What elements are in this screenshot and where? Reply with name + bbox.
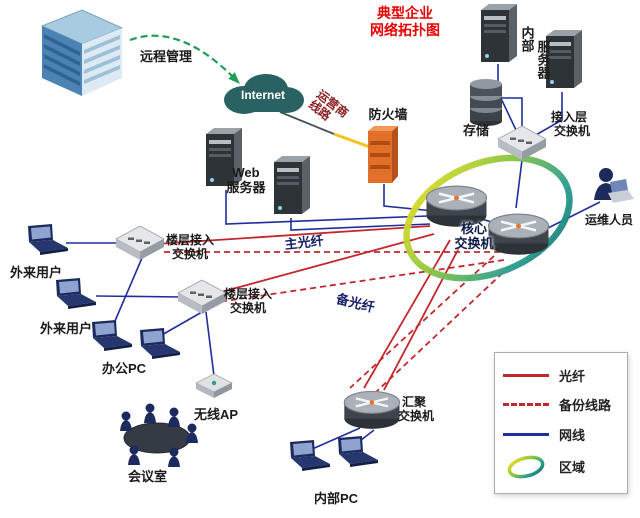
internal-pc-label: 内部PC xyxy=(314,491,359,506)
legend: 光纤 备份线路 网线 区域 xyxy=(494,352,628,494)
ops-person-figure xyxy=(594,168,634,203)
internal-server-2 xyxy=(546,30,582,88)
agg-switch-label-line2: 交换机 xyxy=(398,409,435,423)
network-cable-lines xyxy=(66,64,601,451)
cable-line-swatch xyxy=(503,432,549,436)
legend-row-zone: 区域 xyxy=(503,454,619,480)
legend-label-fiber: 光纤 xyxy=(559,369,586,385)
diagram-title-line2: 网络拓扑图 xyxy=(370,22,440,38)
firewall-label: 防火墙 xyxy=(368,107,408,122)
internal-server-1 xyxy=(481,4,517,62)
core-switch-label-line1: 核心 xyxy=(460,221,487,236)
office-pc-label: 办公PC xyxy=(102,361,147,376)
agg-switch-label-line1: 汇聚 xyxy=(402,395,427,409)
internal-server-label-line1: 内部 xyxy=(519,26,535,52)
meeting-room-label: 会议室 xyxy=(128,469,168,484)
internal-pc-2 xyxy=(338,436,378,467)
aggregation-switch xyxy=(343,390,401,431)
conference-room xyxy=(120,404,198,468)
external-user2-label: 外来用户 xyxy=(40,321,93,336)
remote-mgmt-arrow xyxy=(129,34,240,84)
access-switch-label-line2: 交换机 xyxy=(554,124,591,138)
backup-line-swatch xyxy=(503,403,549,407)
legend-label-backup: 备份线路 xyxy=(559,398,612,414)
zone-ring-icon xyxy=(507,455,545,479)
web-server-label-line1: Web xyxy=(232,165,260,180)
storage-label: 存储 xyxy=(463,123,490,138)
floor-access-switch-2 xyxy=(177,279,227,315)
core-zone-ring xyxy=(403,154,573,282)
access-switch-label-line1: 接入层 xyxy=(551,110,588,124)
external-user-laptop-1 xyxy=(28,224,68,255)
web-server-2 xyxy=(274,156,310,214)
floor-access-switch-1 xyxy=(115,225,165,261)
office-pc-1 xyxy=(92,320,132,351)
legend-row-backup: 备份线路 xyxy=(503,395,619,414)
wireless-ap-label: 无线AP xyxy=(194,407,239,422)
diagram-title-line1: 典型企业 xyxy=(377,5,433,21)
backup-fiber-lines xyxy=(160,251,511,393)
internal-server-label-line2: 服务器 xyxy=(535,40,551,79)
legend-label-zone: 区域 xyxy=(559,460,586,476)
external-user-laptop-2 xyxy=(56,278,96,309)
hq-building xyxy=(41,9,123,97)
office-pc-2 xyxy=(140,328,180,359)
core-switch-label-line2: 交换机 xyxy=(454,236,494,251)
ops-person-label: 运维人员 xyxy=(585,213,634,227)
legend-row-fiber: 光纤 xyxy=(503,366,619,385)
storage-array xyxy=(470,79,502,126)
floor-switch1-label-line1: 楼层接入 xyxy=(166,233,215,247)
remote-mgmt-label: 远程管理 xyxy=(140,49,193,64)
fiber-line-swatch xyxy=(503,374,549,378)
legend-row-cable: 网线 xyxy=(503,425,619,444)
web-server-label-line2: 服务器 xyxy=(226,180,266,195)
internet-label: Internet xyxy=(240,88,285,102)
floor-switch1-label-line2: 交换机 xyxy=(172,247,209,261)
external-user1-label: 外来用户 xyxy=(10,265,63,280)
legend-label-cable: 网线 xyxy=(559,427,586,443)
firewall-device xyxy=(368,126,398,183)
floor-switch2-label-line1: 楼层接入 xyxy=(224,287,273,301)
wireless-ap-device xyxy=(195,373,233,399)
floor-switch2-label-line2: 交换机 xyxy=(230,301,267,315)
fiber-lines xyxy=(155,225,461,391)
